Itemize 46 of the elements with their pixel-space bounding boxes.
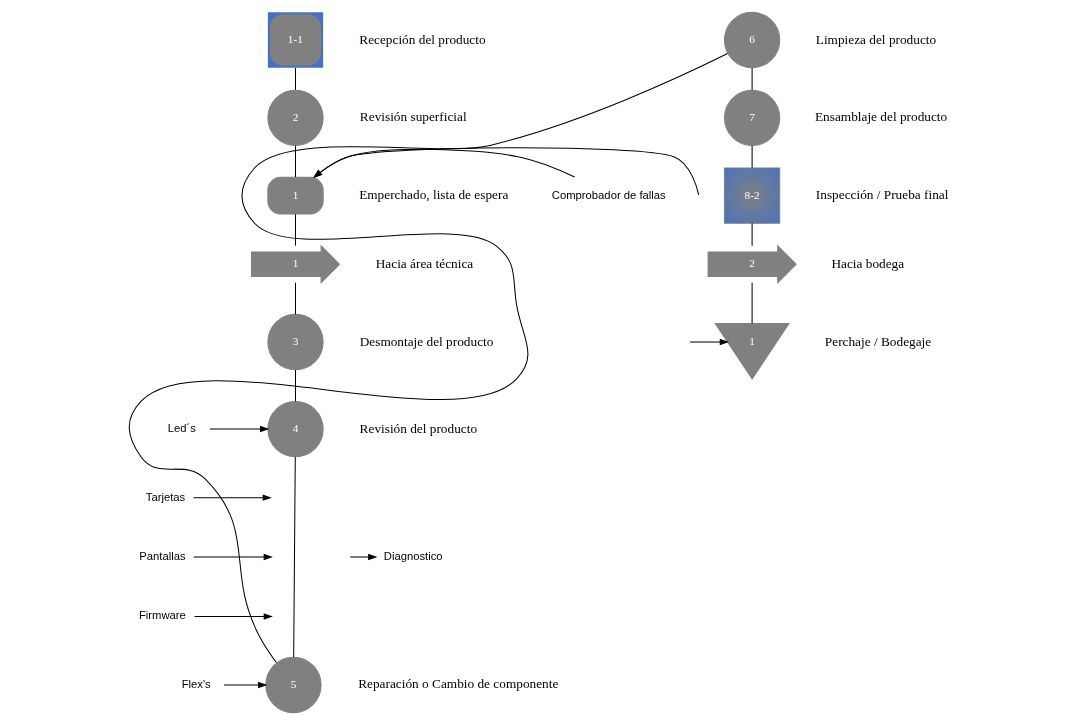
node-label: Hacia bodega: [830, 255, 904, 271]
connector: [128, 53, 728, 664]
node-circle: 7: [723, 89, 780, 146]
node-label: Limpieza del producto: [815, 31, 936, 47]
arrow: [193, 613, 273, 620]
node-label: Revisión superficial: [359, 109, 467, 125]
connector: [751, 222, 753, 247]
node-text: Firmware: [138, 609, 186, 622]
node-label: Recepción del producto: [358, 31, 486, 47]
node-circle: 3: [266, 313, 324, 371]
node-text: Diagnostico: [383, 549, 443, 562]
node-circle: 6: [723, 11, 780, 69]
connector: [751, 282, 753, 325]
connector: [292, 456, 296, 658]
node-text: Tarjetas: [145, 490, 185, 503]
node-text: Led´s: [167, 421, 196, 434]
node-label: Revisión del producto: [359, 420, 477, 436]
connector: [751, 67, 753, 91]
node-label: Hacia área técnica: [375, 255, 473, 271]
node-label: Desmontaje del producto: [359, 333, 493, 349]
node-label: Inspección / Prueba final: [815, 187, 948, 203]
node-text: Pantallas: [138, 549, 186, 562]
connector: [294, 145, 296, 178]
connector: [294, 369, 296, 402]
connector: [294, 67, 296, 91]
node-text: Flex's: [181, 677, 211, 690]
arrow: [689, 338, 729, 346]
arrow: [192, 553, 273, 561]
arrow: [208, 425, 269, 433]
node-label: Ensamblaje del producto: [814, 109, 947, 125]
arrow: [222, 681, 267, 689]
node-box: 1: [266, 176, 324, 215]
arrow: [312, 148, 575, 179]
node-label: Perchaje / Bodegaje: [824, 333, 931, 349]
node-circle: 2: [266, 89, 324, 146]
arrow: [312, 147, 699, 196]
node-box: 8-2: [723, 167, 780, 224]
arrow: [349, 553, 377, 561]
node-circle: 4: [266, 400, 324, 458]
connector: [294, 282, 296, 315]
node-label: Reparación o Cambio de componente: [357, 676, 558, 692]
connector: [294, 213, 296, 247]
node-circle: 5: [264, 656, 322, 714]
node-label: Emperchado, lista de espera: [358, 187, 508, 203]
node-text: Comprobador de fallas: [551, 188, 666, 201]
arrow: [192, 494, 272, 501]
